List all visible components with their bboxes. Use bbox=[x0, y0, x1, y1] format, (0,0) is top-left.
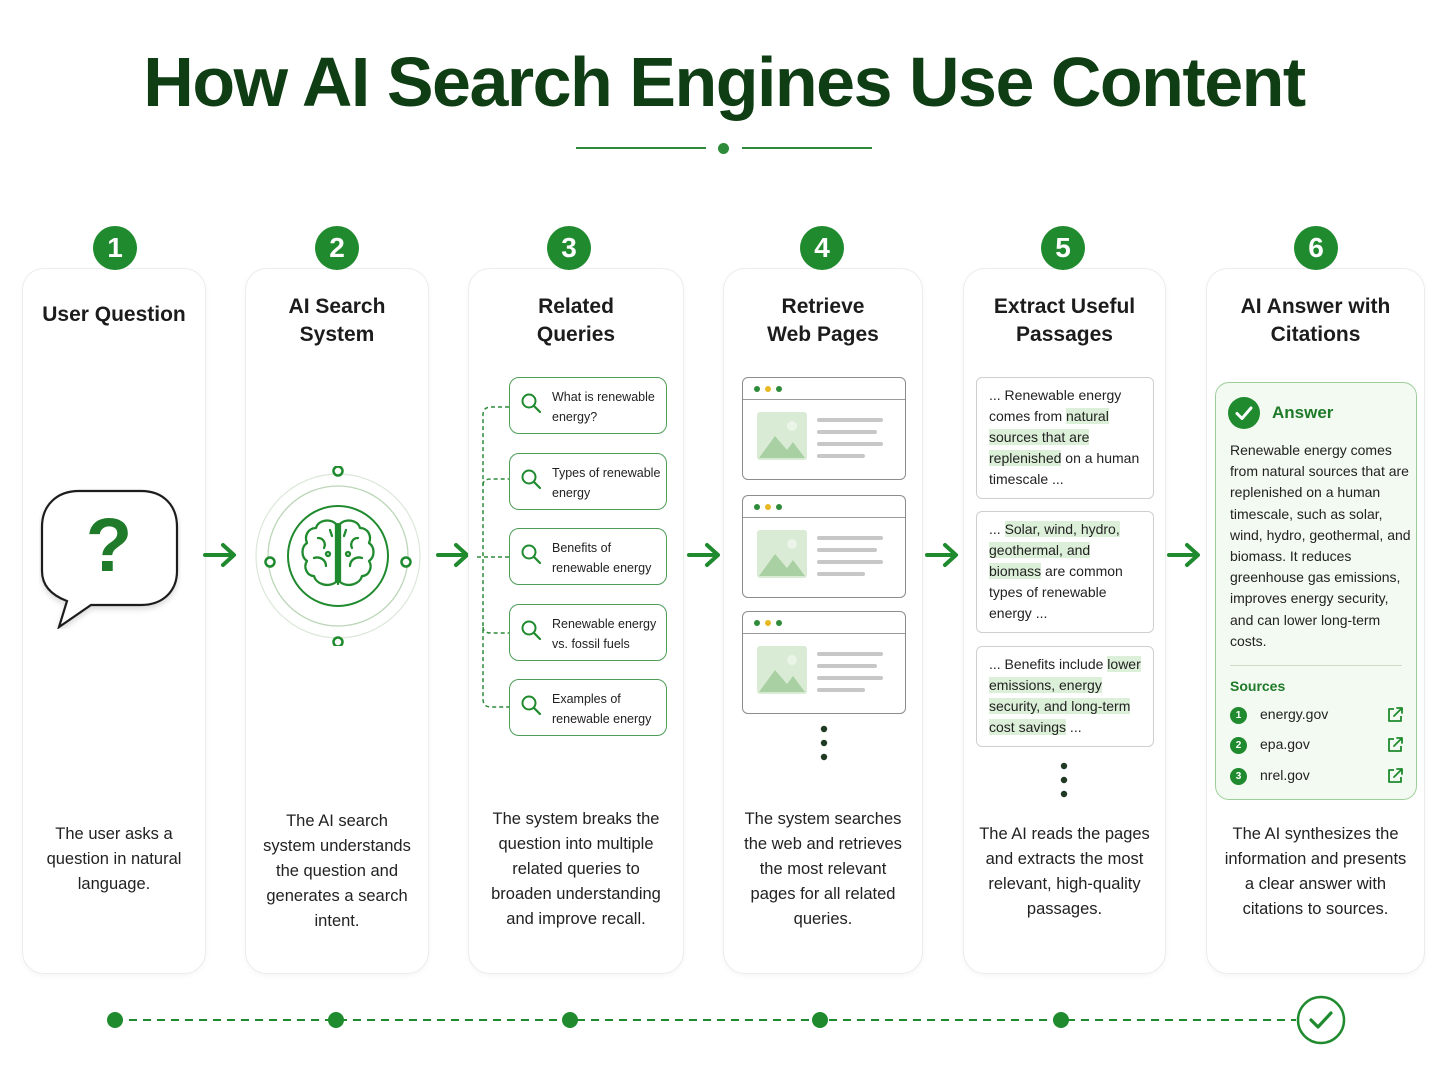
step-number-2: 2 bbox=[315, 226, 359, 270]
source-number: 2 bbox=[1230, 737, 1247, 754]
web-page-thumbnail bbox=[742, 611, 906, 714]
query-item: Benefits of renewable energy bbox=[509, 528, 667, 585]
step-title: AI Search System bbox=[288, 295, 386, 346]
check-circle-icon bbox=[1296, 995, 1346, 1045]
source-number: 1 bbox=[1230, 707, 1247, 724]
divider bbox=[1230, 665, 1402, 666]
timeline-dot bbox=[812, 1012, 828, 1028]
step-description: The AI search system understands the que… bbox=[263, 812, 411, 930]
step-card-ai-search-system: AI Search System The AI search system un… bbox=[245, 268, 429, 974]
timeline-dot bbox=[328, 1012, 344, 1028]
step-title: Retrieve Web Pages bbox=[767, 295, 879, 346]
source-link[interactable]: 2 epa.gov bbox=[1230, 735, 1414, 757]
arrow-right-icon bbox=[203, 543, 236, 567]
arrow-right-icon bbox=[436, 543, 469, 567]
page-title: How AI Search Engines Use Content bbox=[143, 43, 1306, 121]
passage-excerpt: ... Benefits include lower emissions, en… bbox=[976, 646, 1154, 747]
step-card-retrieve-web-pages: Retrieve Web Pages bbox=[723, 268, 923, 974]
sources-heading: Sources bbox=[1230, 678, 1286, 694]
step-card-extract-passages: Extract Useful Passages ... Renewable en… bbox=[963, 268, 1166, 974]
source-link[interactable]: 1 energy.gov bbox=[1230, 705, 1414, 727]
step-number-6: 6 bbox=[1294, 226, 1338, 270]
external-link-icon[interactable] bbox=[1386, 736, 1404, 754]
step-number-5: 5 bbox=[1041, 226, 1085, 270]
step-card-user-question: User Question ? The user asks a question… bbox=[22, 268, 206, 974]
step-description: The AI synthesizes the information and p… bbox=[1224, 825, 1407, 918]
external-link-icon[interactable] bbox=[1386, 767, 1404, 785]
timeline-dot bbox=[1053, 1012, 1069, 1028]
arrow-right-icon bbox=[925, 543, 958, 567]
search-icon bbox=[521, 469, 542, 490]
step-number-3: 3 bbox=[547, 226, 591, 270]
search-icon bbox=[521, 620, 542, 641]
query-text: Types of renewable energy bbox=[552, 466, 661, 500]
timeline-dot bbox=[562, 1012, 578, 1028]
query-text: What is renewable energy? bbox=[552, 390, 655, 424]
search-icon bbox=[521, 544, 542, 565]
query-text: Renewable energy vs. fossil fuels bbox=[552, 617, 657, 651]
more-vertical-icon bbox=[820, 725, 828, 761]
step-title: AI Answer with Citations bbox=[1240, 295, 1391, 346]
step-description: The AI reads the pages and extracts the … bbox=[979, 825, 1150, 918]
answer-heading: Answer bbox=[1272, 403, 1334, 422]
web-page-thumbnail bbox=[742, 377, 906, 480]
source-name: epa.gov bbox=[1260, 736, 1310, 752]
passage-excerpt: ... Renewable energy comes from natural … bbox=[976, 377, 1154, 499]
title-divider bbox=[576, 140, 872, 156]
image-placeholder-icon bbox=[757, 530, 807, 578]
answer-text: Renewable energy comes from natural sour… bbox=[1230, 442, 1411, 649]
query-text: Examples of renewable energy bbox=[552, 692, 652, 726]
query-item: Types of renewable energy bbox=[509, 453, 667, 510]
query-item: Renewable energy vs. fossil fuels bbox=[509, 604, 667, 661]
question-mark: ? bbox=[85, 503, 133, 588]
step-description: The system breaks the question into mult… bbox=[491, 810, 661, 928]
timeline-dot bbox=[107, 1012, 123, 1028]
web-page-thumbnail bbox=[742, 495, 906, 598]
step-card-ai-answer: AI Answer with Citations Answer Renewabl… bbox=[1206, 268, 1425, 974]
source-number: 3 bbox=[1230, 768, 1247, 785]
step-title: Extract Useful Passages bbox=[993, 295, 1136, 346]
step-card-related-queries: Related Queries What is renewable energy… bbox=[468, 268, 684, 974]
step-description: The system searches the web and retrieve… bbox=[744, 810, 902, 928]
image-placeholder-icon bbox=[757, 412, 807, 460]
arrow-right-icon bbox=[1167, 543, 1200, 567]
external-link-icon[interactable] bbox=[1386, 706, 1404, 724]
source-link[interactable]: 3 nrel.gov bbox=[1230, 766, 1414, 788]
brain-icon bbox=[255, 466, 421, 646]
query-item: What is renewable energy? bbox=[509, 377, 667, 434]
speech-bubble-question-icon: ? bbox=[39, 487, 181, 630]
check-circle-icon bbox=[1228, 397, 1260, 429]
query-text: Benefits of renewable energy bbox=[552, 541, 652, 575]
progress-timeline bbox=[107, 995, 1346, 1045]
answer-panel: Answer Renewable energy comes from natur… bbox=[1215, 382, 1417, 800]
step-title: Related Queries bbox=[536, 295, 616, 346]
query-connector bbox=[477, 406, 509, 708]
step-description: The user asks a question in natural lang… bbox=[46, 825, 182, 893]
search-icon bbox=[521, 695, 542, 716]
source-name: energy.gov bbox=[1260, 706, 1329, 722]
query-item: Examples of renewable energy bbox=[509, 679, 667, 736]
image-placeholder-icon bbox=[757, 646, 807, 694]
more-vertical-icon bbox=[1060, 762, 1068, 798]
arrow-right-icon bbox=[687, 543, 720, 567]
source-name: nrel.gov bbox=[1260, 767, 1310, 783]
search-icon bbox=[521, 393, 542, 414]
step-number-4: 4 bbox=[800, 226, 844, 270]
step-title: User Question bbox=[42, 303, 186, 326]
passage-excerpt: ... Solar, wind, hydro, geothermal, and … bbox=[976, 511, 1154, 633]
step-number-1: 1 bbox=[93, 226, 137, 270]
